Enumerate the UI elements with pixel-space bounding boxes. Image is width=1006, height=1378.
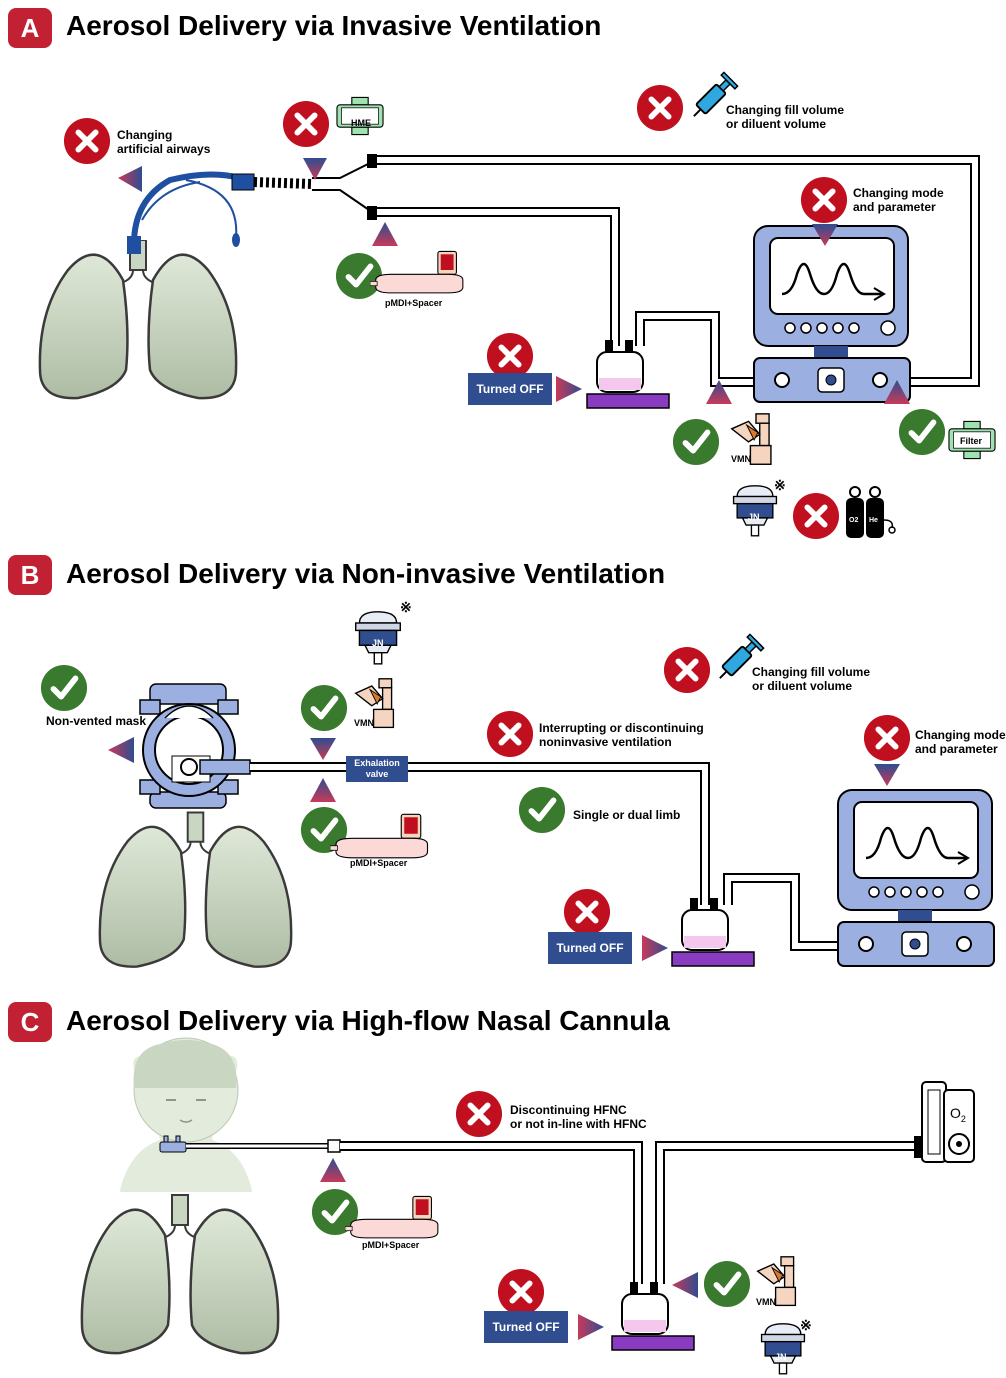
pmdi-icon <box>345 1195 439 1239</box>
cross-icon <box>793 493 839 539</box>
nebulizer-b <box>671 897 755 967</box>
lungs-b <box>98 811 293 968</box>
check-icon <box>519 787 565 833</box>
section-c-title: Aerosol Delivery via High-flow Nasal Can… <box>66 1005 670 1036</box>
delivery-position-marker <box>310 778 336 802</box>
lungs-a <box>38 240 238 400</box>
vmn-label: VMN <box>756 1297 776 1307</box>
he-cylinder-label: He <box>869 517 878 524</box>
delivery-position-marker <box>556 376 582 402</box>
section-c-badge: C <box>8 1002 52 1042</box>
delivery-position-marker <box>310 738 336 760</box>
delivery-position-marker <box>118 166 142 192</box>
oxygen-flowmeter <box>921 1081 975 1163</box>
section-a-title: Aerosol Delivery via Invasive Ventilatio… <box>66 10 602 41</box>
turned-off-label: Turned OFF <box>484 1311 568 1343</box>
turned-off-label: Turned OFF <box>548 932 632 964</box>
check-icon <box>301 685 347 731</box>
cross-icon <box>64 118 110 164</box>
jn-label: JN <box>748 512 760 522</box>
vmn-label: VMN <box>731 454 751 464</box>
delivery-position-marker <box>706 380 732 404</box>
pmdi-label: pMDI+Spacer <box>362 1240 420 1250</box>
vmn-label: VMN <box>354 718 374 728</box>
cross-icon <box>664 647 710 693</box>
cross-icon <box>456 1091 502 1137</box>
nebulizer-c <box>611 1281 695 1351</box>
jet-nebulizer-icon <box>760 1323 806 1375</box>
jn-label: JN <box>775 1352 787 1362</box>
delivery-position-marker <box>372 222 398 246</box>
lungs-c <box>80 1193 280 1355</box>
cross-icon <box>801 177 847 223</box>
jn-label: JN <box>372 638 384 648</box>
gas-cylinders-icon <box>846 486 896 538</box>
patient-head <box>120 1037 252 1192</box>
cross-icon <box>487 711 533 757</box>
cross-icon <box>564 889 610 935</box>
delivery-position-marker <box>108 737 134 763</box>
delivery-position-marker <box>672 1272 698 1298</box>
hme-label: HME <box>351 118 371 128</box>
check-icon <box>673 419 719 465</box>
cross-icon <box>283 101 329 147</box>
filter-label: Filter <box>960 436 983 446</box>
delivery-position-marker <box>642 935 668 961</box>
cross-icon <box>864 715 910 761</box>
nasal-cannula <box>159 1141 187 1153</box>
delivery-position-marker <box>578 1314 604 1340</box>
section-b-title: Aerosol Delivery via Non-invasive Ventil… <box>66 558 666 589</box>
check-icon <box>336 253 382 299</box>
ventilator-a <box>752 224 912 404</box>
check-icon <box>41 665 87 711</box>
section-a-badge: A <box>8 8 52 48</box>
nebulizer-a <box>586 339 670 409</box>
o2-label: O2 <box>950 1105 966 1124</box>
cross-icon <box>498 1269 544 1315</box>
limb-label: Single or dual limb <box>573 808 681 822</box>
mask-label: Non-vented mask <box>46 714 147 728</box>
et-tube <box>131 171 241 245</box>
delivery-position-marker <box>303 158 327 180</box>
jn-note-mark: ※ <box>774 477 786 493</box>
delivery-position-marker <box>320 1158 346 1182</box>
pmdi-icon <box>370 250 464 294</box>
delivery-position-marker <box>874 764 900 786</box>
jn-note-mark: ※ <box>800 1317 812 1333</box>
o2-cylinder-label: O2 <box>849 517 859 524</box>
check-icon <box>899 409 945 455</box>
ventilator-b <box>836 788 996 968</box>
turned-off-label: Turned OFF <box>468 373 552 405</box>
section-b-badge: B <box>8 555 52 595</box>
delivery-position-marker <box>884 380 910 404</box>
pmdi-label: pMDI+Spacer <box>350 858 408 868</box>
jn-note-mark: ※ <box>400 599 412 615</box>
non-vented-mask <box>139 683 251 809</box>
cross-icon <box>637 85 683 131</box>
pmdi-label: pMDI+Spacer <box>385 298 443 308</box>
check-icon <box>704 1261 750 1307</box>
delivery-position-marker <box>812 224 838 246</box>
